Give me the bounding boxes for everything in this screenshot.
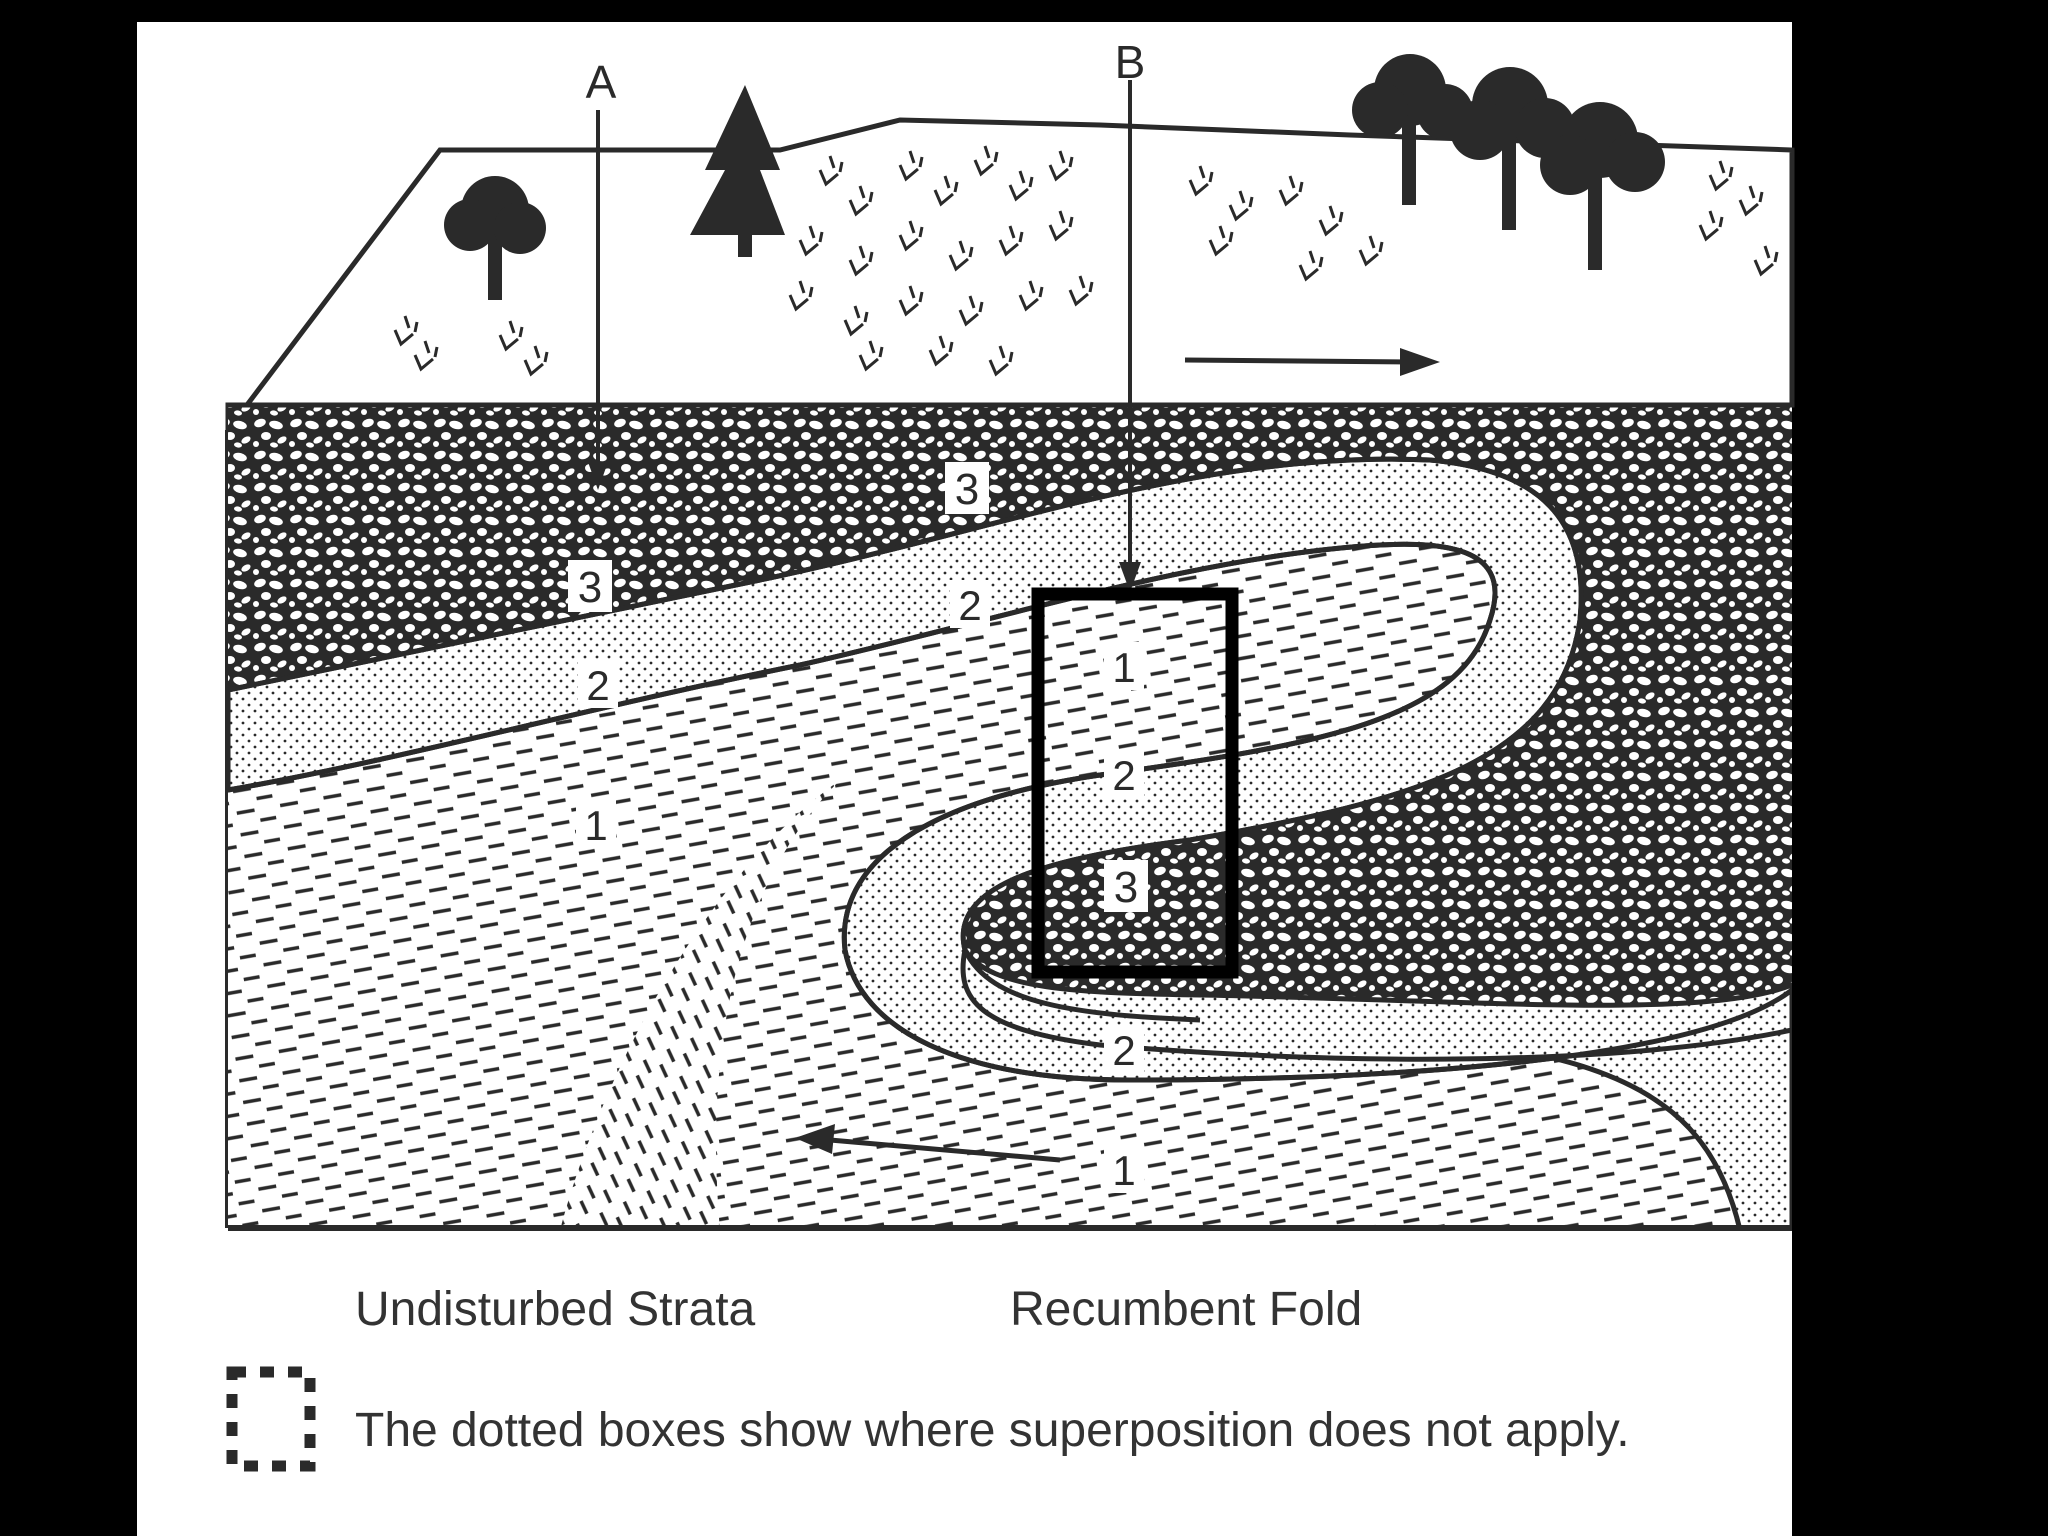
legend-note: The dotted boxes show where superpositio… [355,1404,1630,1457]
caption-undisturbed-strata: Undisturbed Strata [355,1283,756,1336]
layer-label: 2 [958,582,981,629]
layer-label: 1 [584,802,607,849]
caption-recumbent-fold: Recumbent Fold [1010,1283,1362,1336]
layer-label: 3 [955,465,979,514]
strata-cross-section [228,405,1792,1230]
layer-label: 1 [1112,644,1135,691]
marker-b-label: B [1115,36,1146,88]
layer-label: 3 [578,563,602,612]
layer-label: 2 [1112,1027,1135,1074]
layer-label: 1 [1112,1147,1135,1194]
marker-a-label: A [586,56,617,108]
layer-label: 3 [1114,863,1138,912]
layer-label: 2 [1112,752,1135,799]
layer-label: 2 [586,662,609,709]
